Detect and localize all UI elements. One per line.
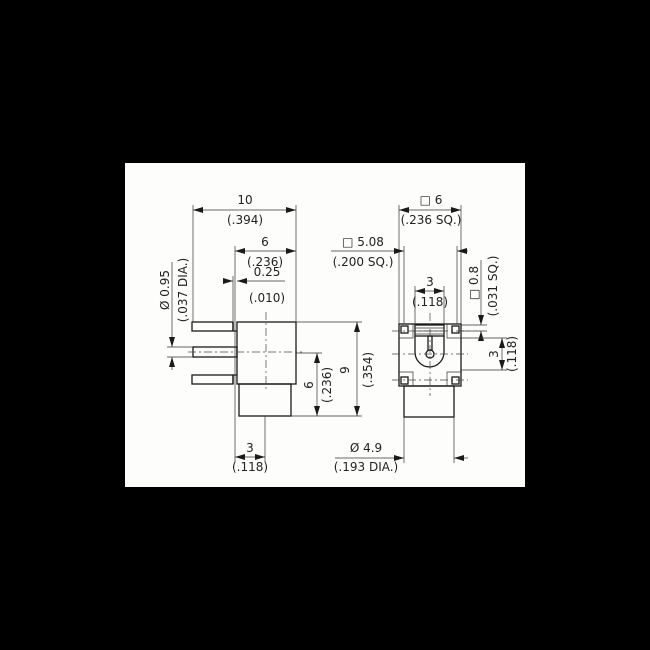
front-barrel: [403, 385, 455, 418]
dim-pin-size-inch: (.031 SQ.): [486, 256, 500, 317]
dim-body-width-inch: (.236): [247, 255, 283, 269]
dim-center-offset: 3: [246, 441, 254, 455]
dim-inner-width: 3: [426, 275, 434, 289]
dim-outer-square: □ 6: [420, 193, 443, 207]
pin-square: [400, 376, 409, 385]
dim-height: 9: [338, 366, 352, 374]
dim-outer-square-inch: (.236 SQ.): [401, 213, 462, 227]
pin-square: [451, 325, 460, 334]
dim-overall-width: 10: [237, 193, 252, 207]
contact-housing: [414, 336, 445, 368]
dim-pin-dia: Ø 0.95: [158, 270, 172, 310]
dim-offset-inch: (.010): [249, 291, 285, 305]
dim-center-height-inch: (.118): [505, 336, 519, 372]
dim-pin-dia-inch: (.037 DIA.): [176, 258, 190, 323]
dim-body-width: 6: [261, 235, 269, 249]
pin-square: [451, 376, 460, 385]
pin-square: [400, 325, 409, 334]
dim-barrel-dia-inch: (.193 DIA.): [334, 460, 399, 474]
dim-pin-to-bottom: 6: [302, 381, 316, 389]
side-view: 10 (.394) 6 (.236) 0.25 (.010) Ø 0.95 (.…: [158, 193, 375, 474]
dim-center-offset-inch: (.118): [232, 460, 268, 474]
dim-barrel-dia: Ø 4.9: [350, 441, 382, 455]
dim-overall-width-inch: (.394): [227, 213, 263, 227]
dim-center-height: 3: [487, 350, 501, 358]
dim-pin-size: □ 0.8: [467, 266, 481, 300]
dim-height-inch: (.354): [361, 352, 375, 388]
dim-pin-square-inch: (.200 SQ.): [333, 255, 394, 269]
front-view: □ 6 (.236 SQ.) □ 5.08 (.200 SQ.) 3 (.118…: [331, 193, 519, 474]
dim-pin-to-bottom-inch: (.236): [320, 367, 334, 403]
dim-offset: 0.25: [254, 265, 281, 279]
dim-pin-square: □ 5.08: [342, 235, 384, 249]
dim-inner-width-inch: (.118): [412, 295, 448, 309]
